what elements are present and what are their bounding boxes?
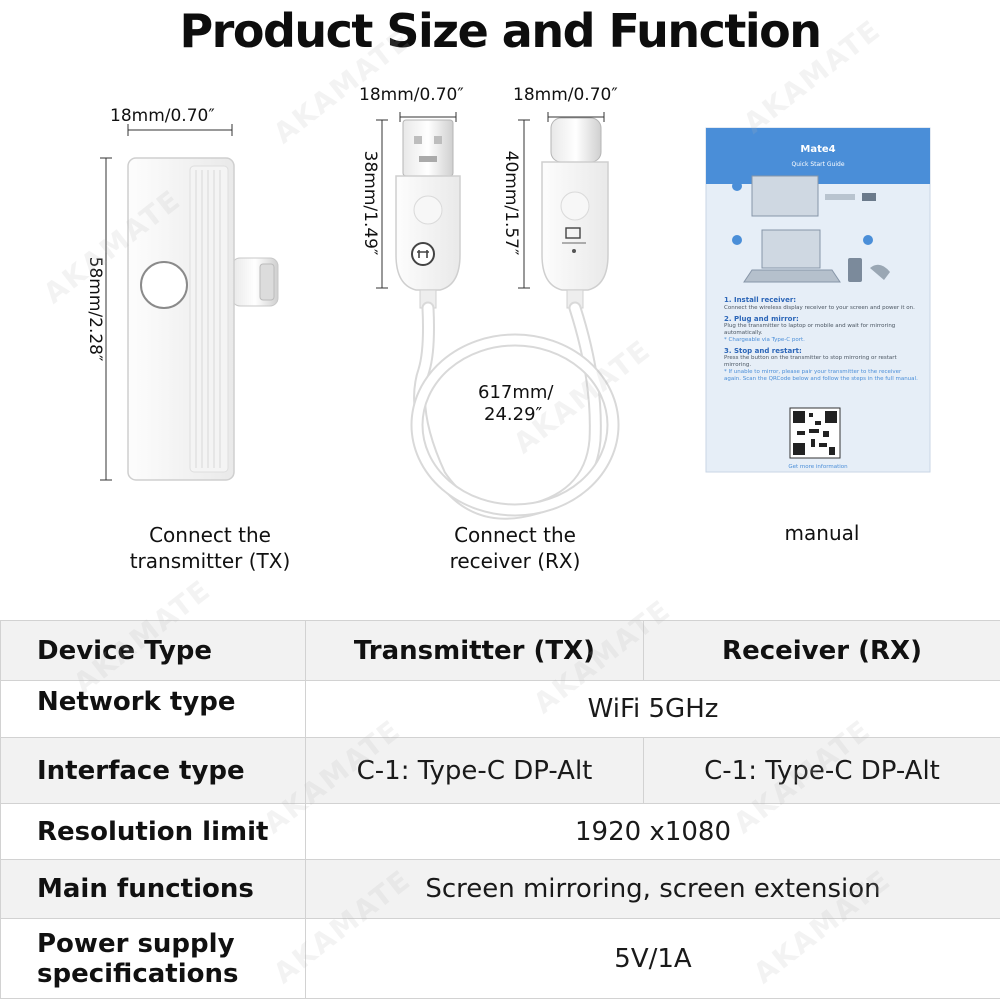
tx-caption-line1: Connect the <box>149 523 271 547</box>
tx-width-label: 18mm/0.70″ <box>110 106 215 126</box>
row-label-network: Network type <box>0 680 306 738</box>
manual-subtitle: Quick Start Guide <box>791 161 844 168</box>
row-value-interface-tx: C-1: Type-C DP-Alt <box>305 737 644 804</box>
page-title: Product Size and Function <box>179 4 822 58</box>
table-row: Resolution limit 1920 x1080 <box>0 803 1000 860</box>
manual-step2-title: 2. Plug and mirror: <box>724 315 799 323</box>
rx-width-label: 18mm/0.70″ <box>513 85 618 105</box>
rx-caption: Connect the receiver (RX) <box>405 522 625 574</box>
row-value-functions: Screen mirroring, screen extension <box>305 859 1000 919</box>
table-row: Interface type C-1: Type-C DP-Alt C-1: T… <box>0 737 1000 804</box>
spec-table: Device Type Transmitter (TX) Receiver (R… <box>0 620 1000 999</box>
tx-height-label: 58mm/2.28″ <box>85 256 105 362</box>
manual-card: Mate4 Quick Start Guide 1. Install recei… <box>705 127 931 473</box>
manual-footer: Get more information <box>788 464 848 470</box>
cable-loop <box>410 301 620 520</box>
row-label-resolution: Resolution limit <box>0 803 306 860</box>
product-illustration: Mate4 Quick Start Guide 1. Install recei… <box>100 112 931 520</box>
rx-caption-line1: Connect the <box>454 523 576 547</box>
manual-step2-note: * Chargeable via Type-C port. <box>724 337 805 343</box>
row-label-power-line2: specifications <box>37 958 239 989</box>
tx-caption-line2: transmitter (TX) <box>129 549 291 573</box>
table-row: Main functions Screen mirroring, screen … <box>0 859 1000 919</box>
manual-caption: manual <box>784 521 860 545</box>
row-value-power: 5V/1A <box>305 918 1000 999</box>
row-value-network: WiFi 5GHz <box>305 680 1000 738</box>
row-label-power: Power supply specifications <box>0 918 306 999</box>
header-device-type: Device Type <box>0 620 306 681</box>
manual-title: Mate4 <box>800 144 835 155</box>
qr-code-icon <box>789 407 841 459</box>
receiver-plug <box>518 112 609 309</box>
manual-step3-text: Press the button on the transmitter to s… <box>724 355 897 368</box>
manual-step3-note: * If unable to mirror, please pair your … <box>724 369 918 382</box>
table-row: Power supply specifications 5V/1A <box>0 918 1000 999</box>
row-value-resolution: 1920 x1080 <box>305 803 1000 860</box>
manual-step2-text: Plug the transmitter to laptop or mobile… <box>724 323 896 336</box>
row-label-interface: Interface type <box>0 737 306 804</box>
header-receiver: Receiver (RX) <box>643 620 1000 681</box>
tx-caption: Connect the transmitter (TX) <box>100 522 320 574</box>
row-label-functions: Main functions <box>0 859 306 919</box>
cable-length-line2: 24.29″ <box>484 404 543 425</box>
row-value-interface-rx: C-1: Type-C DP-Alt <box>643 737 1000 804</box>
header-transmitter: Transmitter (TX) <box>305 620 644 681</box>
usb-height-label: 38mm/1.49″ <box>360 150 380 256</box>
transmitter-device <box>100 124 279 481</box>
manual-step1-title: 1. Install receiver: <box>724 296 796 304</box>
manual-step3-title: 3. Stop and restart: <box>724 347 802 355</box>
table-header-row: Device Type Transmitter (TX) Receiver (R… <box>0 620 1000 681</box>
table-row: Network type WiFi 5GHz <box>0 680 1000 738</box>
usb-power-plug <box>376 112 461 309</box>
rx-caption-line2: receiver (RX) <box>449 549 581 573</box>
cable-length-line1: 617mm/ <box>478 382 554 403</box>
manual-step1-text: Connect the wireless display receiver to… <box>724 305 915 311</box>
rx-height-label: 40mm/1.57″ <box>501 150 521 256</box>
row-label-power-line1: Power supply <box>37 928 235 959</box>
usb-width-label: 18mm/0.70″ <box>359 85 464 105</box>
